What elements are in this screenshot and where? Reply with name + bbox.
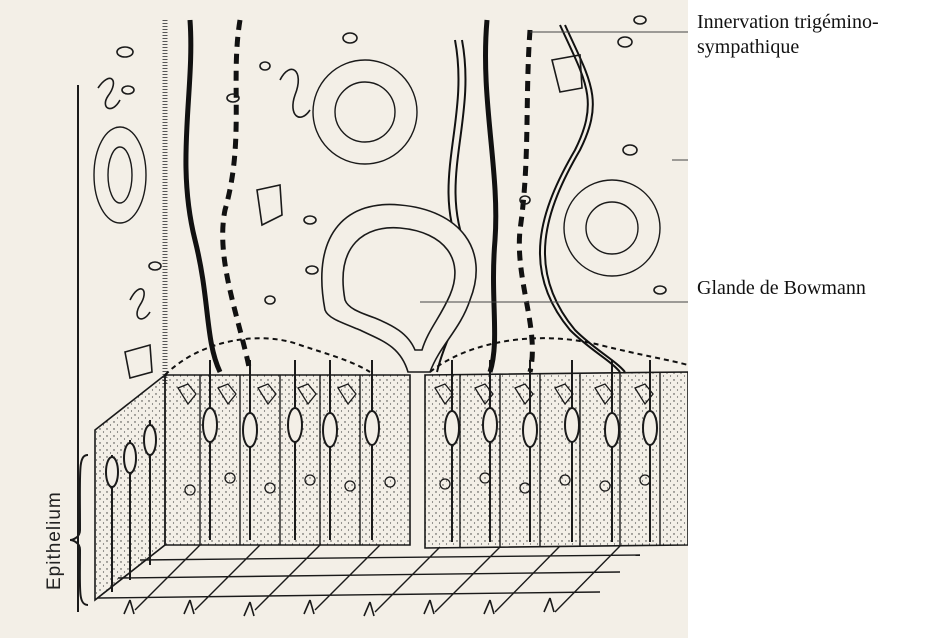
innervation-label: Innervation trigémino-sympathique: [697, 10, 937, 60]
epithelium-label: Epithelium: [44, 491, 65, 590]
bowman-gland-label: Glande de Bowmann: [697, 276, 897, 301]
epithelium-right: [425, 372, 688, 548]
histology-diagram: Epithelium: [0, 0, 688, 638]
